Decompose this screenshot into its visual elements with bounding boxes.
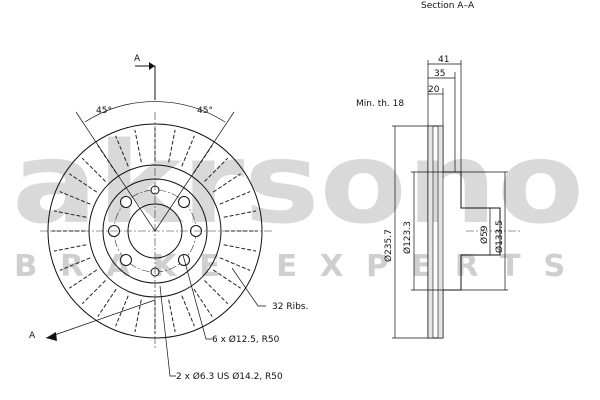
rib bbox=[69, 173, 98, 193]
rib bbox=[204, 157, 229, 182]
dim-41: 41 bbox=[438, 55, 449, 65]
angle-right-label: 45° bbox=[197, 106, 213, 116]
rib bbox=[223, 244, 257, 252]
rib bbox=[212, 269, 241, 289]
rib bbox=[53, 210, 87, 218]
rib bbox=[219, 191, 251, 205]
angle-arc bbox=[84, 101, 226, 123]
watermark: akrsono BRAKE EXPERTS bbox=[12, 119, 588, 284]
min-thickness: Min. th. 18 bbox=[356, 99, 404, 109]
rib bbox=[168, 129, 176, 163]
watermark-tagline: BRAKE EXPERTS bbox=[14, 249, 588, 284]
section-marker-top bbox=[135, 65, 156, 100]
rib bbox=[81, 280, 106, 305]
bolt-hole bbox=[120, 254, 132, 266]
bolt-holes-note: 6 x Ø12.5, R50 bbox=[212, 334, 280, 345]
dia-hat: Ø133.5 bbox=[494, 220, 505, 253]
dia-hub-outer: Ø123.3 bbox=[402, 221, 413, 254]
rib bbox=[134, 299, 142, 333]
rib bbox=[193, 288, 213, 317]
bolt-hole bbox=[178, 254, 190, 266]
dia-center: Ø59 bbox=[479, 225, 490, 244]
section-title: Section A–A bbox=[421, 1, 475, 11]
rib bbox=[97, 288, 117, 317]
ribs-leader bbox=[231, 267, 266, 307]
rib bbox=[69, 269, 98, 289]
section-arrow-top bbox=[149, 62, 155, 70]
bolt-hole bbox=[120, 196, 132, 208]
ribs-note: 32 Ribs. bbox=[272, 302, 308, 312]
watermark-brand: akrsono bbox=[12, 119, 584, 249]
rib bbox=[223, 210, 257, 218]
rib bbox=[81, 157, 106, 182]
section-line-bottom bbox=[45, 299, 156, 339]
section-view: Section A–A Min. th. 18 41 35 20 Ø235.7 … bbox=[356, 1, 520, 339]
dim-35: 35 bbox=[434, 69, 445, 79]
small-holes-leader bbox=[159, 285, 176, 377]
rib bbox=[115, 295, 129, 327]
bolt-hole bbox=[178, 196, 190, 208]
rib bbox=[212, 173, 241, 193]
rib bbox=[115, 135, 129, 167]
small-holes-note: 2 x Ø6.3 US Ø14.2, R50 bbox=[176, 371, 283, 382]
rib bbox=[59, 191, 91, 205]
rib bbox=[168, 299, 176, 333]
section-marker-bottom-label: A bbox=[29, 331, 36, 341]
friction-face-inner bbox=[437, 125, 444, 339]
section-marker-top-label: A bbox=[134, 54, 141, 64]
rib bbox=[53, 244, 87, 252]
dia-outer: Ø235.7 bbox=[383, 229, 394, 262]
angle-ray-right bbox=[154, 111, 235, 232]
angle-ray-left bbox=[75, 111, 156, 232]
rib bbox=[181, 135, 195, 167]
rib bbox=[219, 257, 251, 271]
rib bbox=[59, 257, 91, 271]
friction-face-outer bbox=[427, 125, 434, 339]
dim-20: 20 bbox=[428, 85, 440, 95]
rib bbox=[181, 295, 195, 327]
bolt-holes-leader bbox=[182, 254, 212, 340]
rib bbox=[204, 280, 229, 305]
rib bbox=[134, 129, 142, 163]
front-view: 45° 45° A A 32 Ribs. 6 x Ø12.5, R50 2 x … bbox=[29, 54, 308, 382]
angle-left-label: 45° bbox=[96, 106, 112, 116]
section-arrow-bottom bbox=[46, 332, 57, 341]
